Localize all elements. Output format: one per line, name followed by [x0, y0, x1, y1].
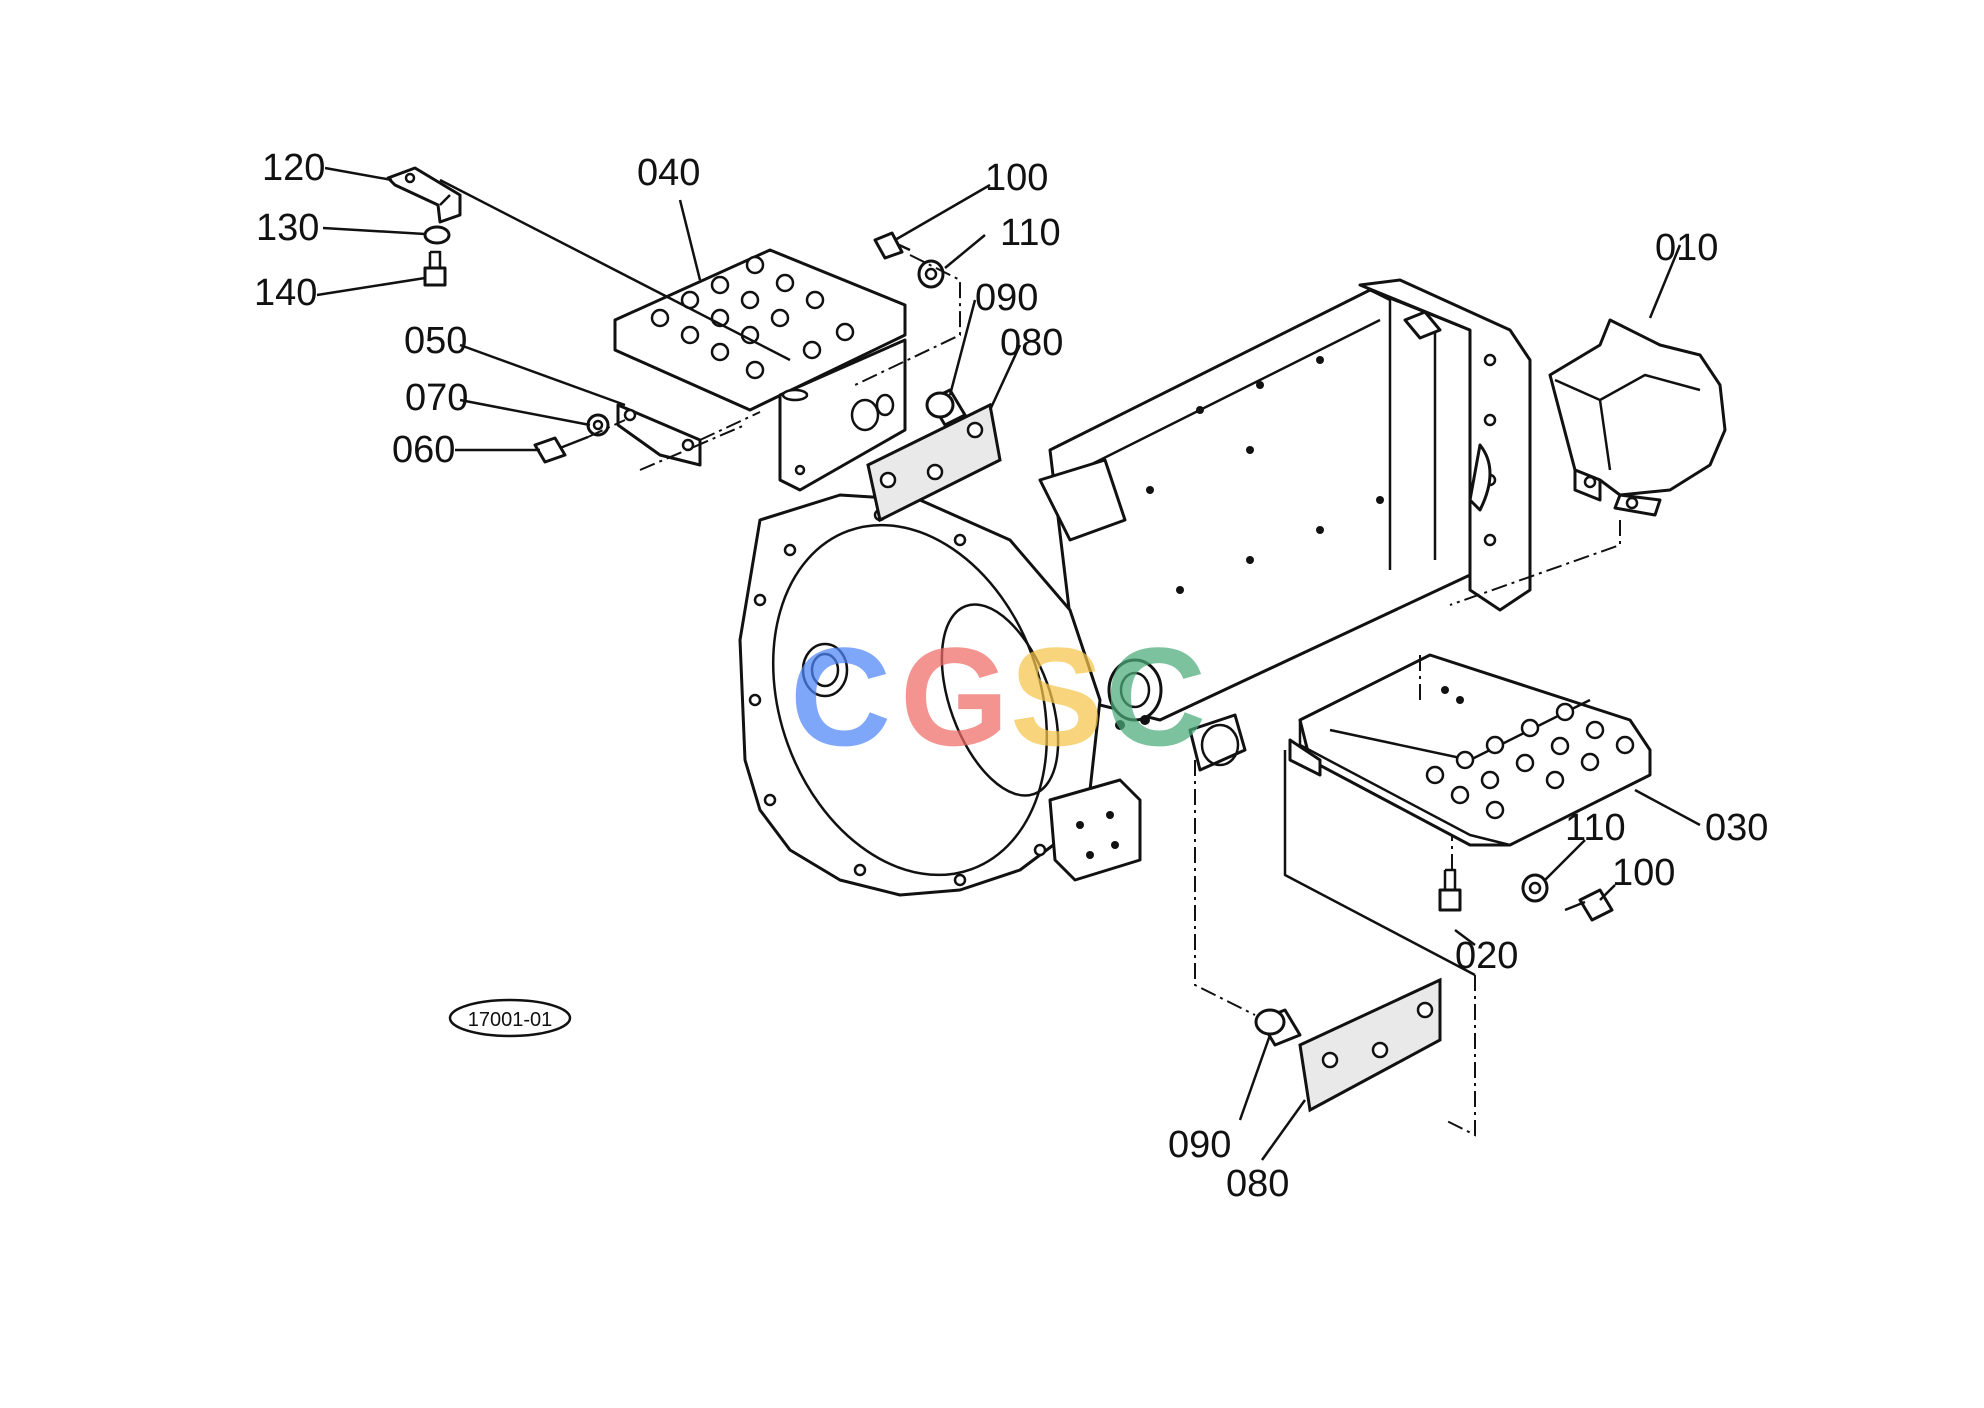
- watermark-letter-3: S: [1010, 618, 1103, 775]
- label-140: 140: [254, 272, 317, 314]
- label-080-upper: 080: [1000, 322, 1063, 364]
- label-010: 010: [1655, 227, 1718, 269]
- part-110-washer-lower: [1521, 873, 1549, 903]
- part-120-clip: [386, 166, 462, 224]
- label-100-upper: 100: [985, 157, 1048, 199]
- label-090-upper: 090: [975, 277, 1038, 319]
- watermark-letter-2: G: [900, 618, 1009, 775]
- label-080-lower: 080: [1226, 1163, 1289, 1205]
- label-040: 040: [637, 152, 700, 194]
- label-060: 060: [392, 429, 455, 471]
- transmission-housing: [738, 278, 1532, 897]
- label-030: 030: [1705, 807, 1768, 849]
- label-130: 130: [256, 207, 319, 249]
- label-120: 120: [262, 147, 325, 189]
- part-040-upper-step: [613, 248, 907, 492]
- part-090-lower-bushing: [1254, 1008, 1302, 1047]
- part-080-lower-pad: [1298, 977, 1442, 1113]
- part-050-plate: [616, 403, 702, 467]
- part-labels: 120 130 140 050 070 060 040 100 110 090 …: [254, 147, 1768, 1205]
- label-090-lower: 090: [1168, 1124, 1231, 1166]
- label-050: 050: [404, 320, 467, 362]
- part-070-washer: [586, 413, 610, 437]
- part-090-upper-bushing: [925, 388, 967, 427]
- part-010-rear-cover: [1449, 318, 1727, 606]
- part-080-upper-pad: [866, 402, 1002, 523]
- leader-lines: [316, 166, 1701, 1161]
- cgsc-watermark: C G S C: [790, 618, 1206, 775]
- part-060-bolt: [533, 435, 589, 464]
- label-020: 020: [1455, 935, 1518, 977]
- part-100-bolt-upper: [873, 231, 911, 260]
- part-130-washer: [423, 225, 451, 245]
- watermark-letter-4: C: [1105, 618, 1206, 775]
- part-140-bolt: [423, 250, 447, 287]
- diagram-code: 17001-01: [468, 1009, 553, 1031]
- label-110-lower: 110: [1565, 807, 1626, 849]
- label-070: 070: [405, 377, 468, 419]
- label-110-upper: 110: [1000, 212, 1061, 254]
- part-020-bolt: [1438, 868, 1462, 912]
- diagram-code-badge: 17001-01: [448, 998, 572, 1038]
- label-100-lower: 100: [1612, 852, 1675, 894]
- part-030-lower-step: [1283, 653, 1652, 977]
- tread-holes-lower: [1425, 702, 1635, 820]
- watermark-letter-1: C: [790, 618, 891, 775]
